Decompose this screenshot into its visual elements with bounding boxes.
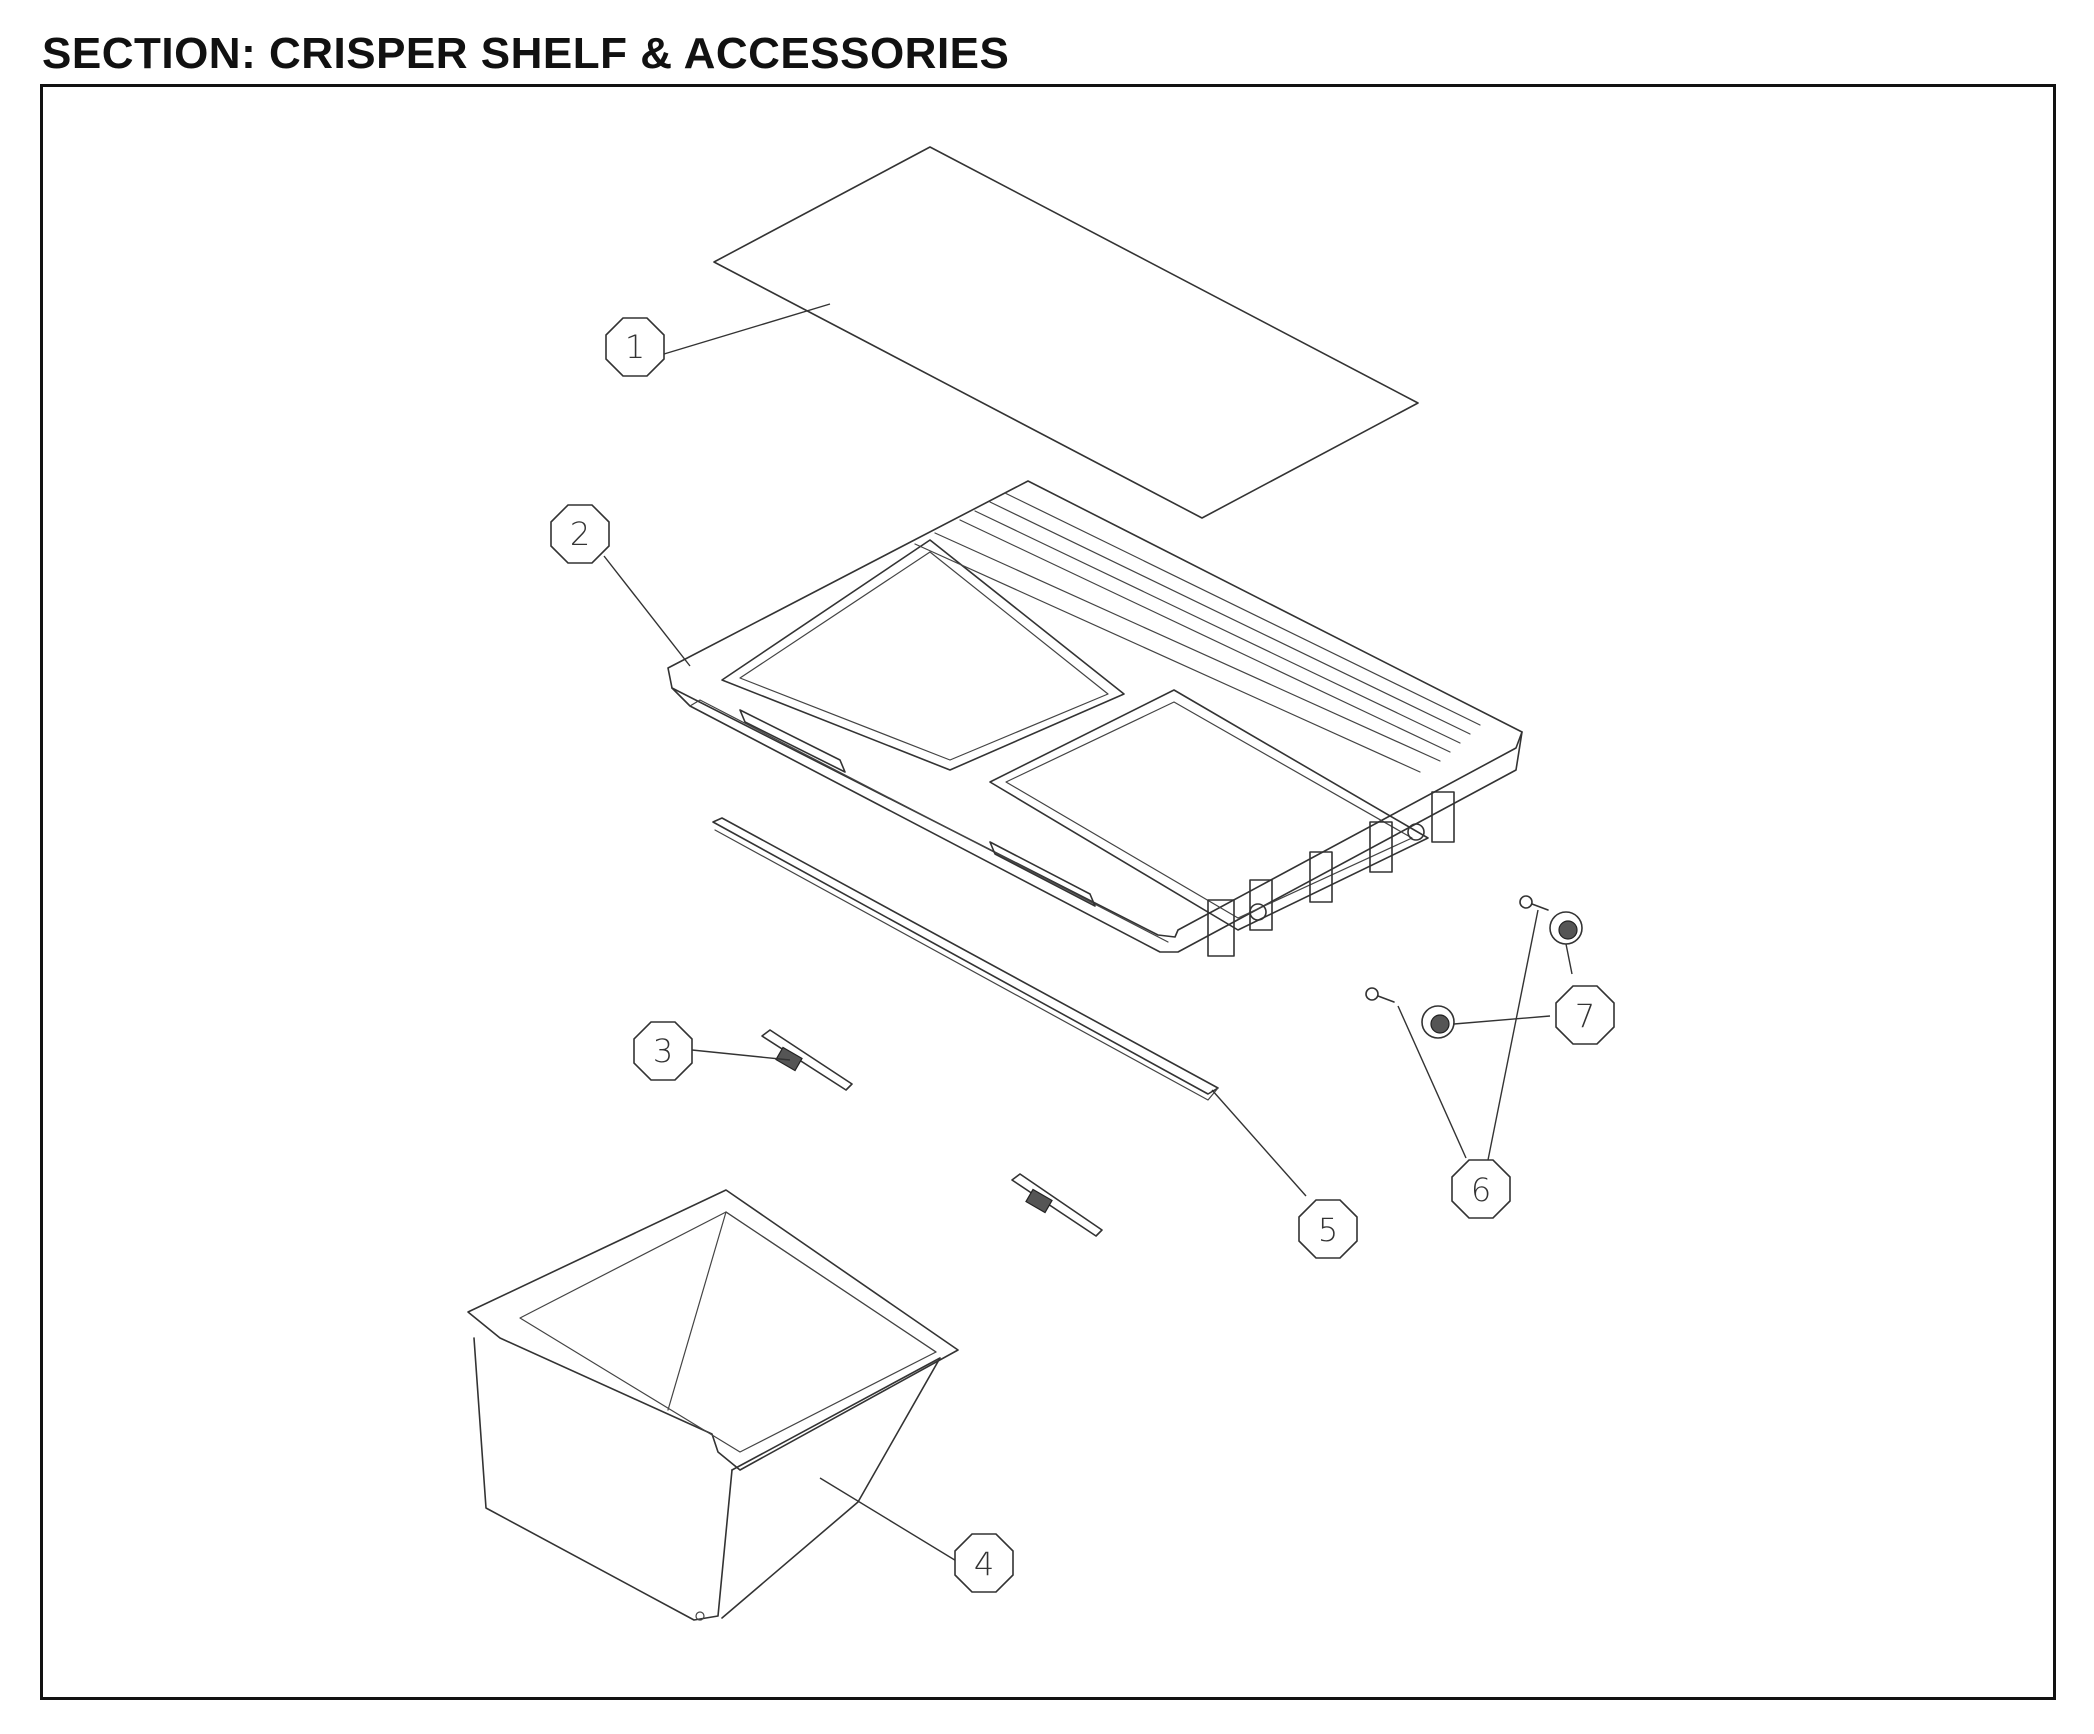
svg-text:4: 4 bbox=[974, 1545, 994, 1583]
callout-4: 4 bbox=[954, 1533, 1014, 1593]
shelf-frame-part bbox=[667, 480, 1523, 957]
callout-6: 6 bbox=[1451, 1159, 1511, 1219]
callout-7: 7 bbox=[1555, 985, 1615, 1045]
svg-text:1: 1 bbox=[625, 328, 645, 366]
glass-shelf-part bbox=[713, 146, 1419, 519]
svg-text:3: 3 bbox=[653, 1032, 673, 1070]
callout-5: 5 bbox=[1298, 1199, 1358, 1259]
screw-part bbox=[1365, 895, 1549, 1003]
svg-text:7: 7 bbox=[1575, 997, 1595, 1035]
svg-text:6: 6 bbox=[1471, 1171, 1491, 1209]
slide-support-part bbox=[761, 1029, 1103, 1237]
svg-text:2: 2 bbox=[570, 515, 590, 553]
leader-lines bbox=[603, 303, 1573, 1563]
callout-1: 1 bbox=[605, 317, 665, 377]
callout-3: 3 bbox=[633, 1021, 693, 1081]
section-title: SECTION: CRISPER SHELF & ACCESSORIES bbox=[42, 29, 1010, 78]
crisper-drawer-part bbox=[467, 1189, 959, 1621]
diagram-frame bbox=[40, 84, 2056, 1700]
callout-2: 2 bbox=[550, 504, 610, 564]
svg-text:5: 5 bbox=[1318, 1211, 1338, 1249]
